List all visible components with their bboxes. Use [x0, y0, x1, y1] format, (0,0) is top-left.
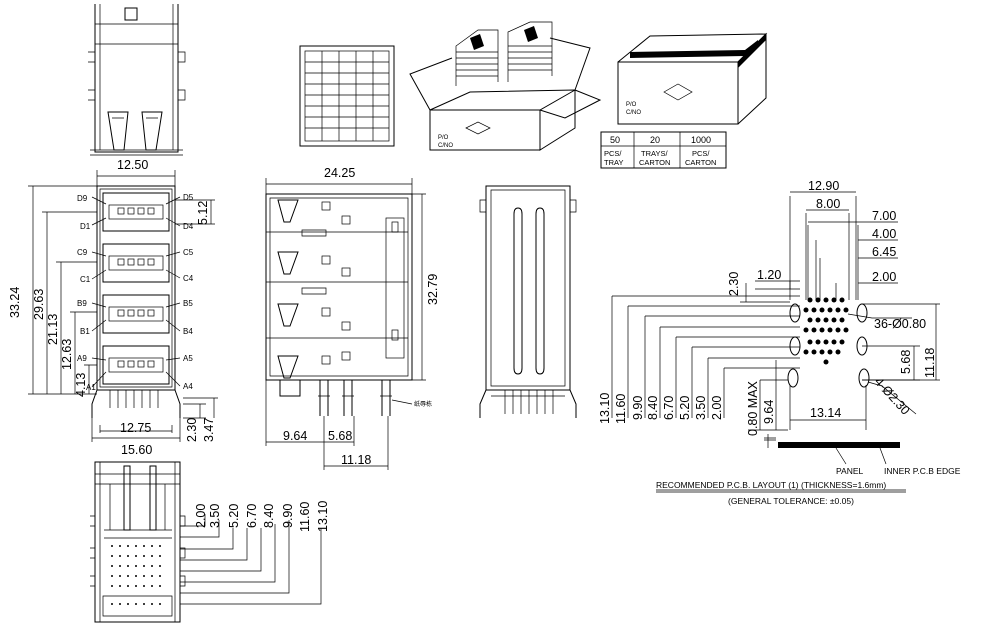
bottom-dim-8-40: 8.40 — [262, 504, 276, 528]
side-height-label: 32.79 — [426, 274, 440, 305]
pcb-left-dim-2-00: 2.00 — [710, 396, 724, 420]
pcb-holes-note: 36-Ø0.80 — [874, 317, 926, 331]
pitch-5-12-label: 5.12 — [196, 201, 210, 225]
pcb-width-13-14: 13.14 — [810, 406, 841, 420]
table-unit-pcs-carton-2: CARTON — [685, 158, 716, 167]
height-33-24-label: 33.24 — [8, 287, 22, 318]
open-carton-label-cno: C/NO — [438, 143, 453, 149]
pcb-mount-hole — [787, 368, 799, 388]
pin-label-a1: A1 — [86, 383, 96, 392]
table-unit-pcs-carton: PCS/ — [692, 149, 710, 158]
pcb-mount-hole — [789, 303, 801, 323]
height-12-63-label: 12.63 — [60, 339, 74, 370]
pcb-mount-hole — [856, 303, 868, 323]
side-dim-9-64: 9.64 — [283, 429, 307, 443]
bottom-dim-5-20: 5.20 — [227, 504, 241, 528]
pin-label-b5: B5 — [183, 299, 193, 308]
pcb-dim-2-00: 2.00 — [872, 270, 896, 284]
closed-carton-icon — [617, 32, 768, 125]
table-unit-trays-carton-2: CARTON — [639, 158, 670, 167]
pcb-left-dim-6-70: 6.70 — [662, 396, 676, 420]
pcb-left-dim-5-20: 5.20 — [678, 396, 692, 420]
pcb-hole-grid — [803, 297, 849, 365]
bottom-dim-2-00: 2.00 — [194, 504, 208, 528]
side-view — [265, 178, 426, 470]
pin-label-d4: D4 — [183, 222, 194, 231]
height-21-13-label: 21.13 — [46, 314, 60, 345]
pin-label-d5: D5 — [183, 193, 194, 202]
bottom-dim-9-90: 9.90 — [281, 504, 295, 528]
pcb-dim-8-00: 8.00 — [816, 197, 840, 211]
leg-2-30-label: 2.30 — [185, 418, 199, 442]
side-dim-11-18: 11.18 — [341, 453, 371, 467]
pin-label-a9: A9 — [77, 354, 87, 363]
pcb-dim-4-00: 4.00 — [872, 227, 896, 241]
pcb-left-dim-11-60: 11.60 — [614, 394, 628, 424]
pcb-left-dim-13-10: 13.10 — [598, 393, 612, 424]
pcb-dim-1-20: 1.20 — [757, 268, 781, 282]
pin-label-b9: B9 — [77, 299, 87, 308]
pin-label-c1: C1 — [80, 275, 91, 284]
table-unit-pcs-tray: PCS/ — [604, 149, 622, 158]
pin-label-a5: A5 — [183, 354, 193, 363]
closed-carton-label-cno: C/NO — [626, 110, 641, 116]
front-width-top-label: 12.50 — [117, 158, 148, 172]
pcb-dim-7-00: 7.00 — [872, 209, 896, 223]
pcb-tolerance-note: (GENERAL TOLERANCE: ±0.05) — [728, 496, 854, 506]
width-12-75-label: 12.75 — [120, 421, 151, 435]
pcb-left-dim-9-90: 9.90 — [631, 396, 645, 420]
pin-label-a4: A4 — [183, 382, 193, 391]
closed-carton-label-po: P/O — [626, 102, 637, 108]
open-carton-icon — [409, 21, 602, 151]
side-length-label: 24.25 — [324, 166, 355, 180]
height-4-13-label: 4.13 — [74, 373, 88, 397]
pcb-left-dim-9-64: 9.64 — [762, 400, 776, 424]
pcb-layout-title: RECOMMENDED P.C.B. LAYOUT (1) (THICKNESS… — [656, 480, 886, 490]
packing-table — [600, 131, 727, 169]
pin-label-b4: B4 — [183, 327, 193, 336]
pcb-dim-2-30: 2.30 — [727, 272, 741, 296]
rear-view — [479, 185, 577, 418]
side-dim-5-68: 5.68 — [328, 429, 352, 443]
pcb-left-dim-3-50: 3.50 — [694, 396, 708, 420]
bottom-dim-13-10: 13.10 — [316, 501, 330, 532]
table-value-pcs-carton: 1000 — [691, 135, 711, 145]
pcb-mount-hole — [789, 336, 801, 356]
pcb-dim-12-90: 12.90 — [808, 179, 839, 193]
pcb-left-dim-0-80-max: 0.80 MAX — [746, 380, 760, 436]
leg-3-47-label: 3.47 — [202, 418, 216, 442]
tray-icon — [299, 45, 395, 147]
pcb-layout — [611, 191, 940, 493]
pin-label-c9: C9 — [77, 248, 88, 257]
height-29-63-label: 29.63 — [32, 289, 46, 320]
bottom-dim-11-60: 11.60 — [298, 502, 312, 532]
width-15-60-label: 15.60 — [121, 443, 152, 457]
pcb-left-dim-8-40: 8.40 — [646, 396, 660, 420]
pcb-mount-hole — [858, 368, 870, 388]
pin-label-b1: B1 — [80, 327, 90, 336]
top-view — [88, 4, 186, 156]
pin-label-d1: D1 — [80, 222, 91, 231]
bottom-view — [90, 461, 322, 623]
pin-label-d9: D9 — [77, 194, 88, 203]
pin-label-c4: C4 — [183, 274, 194, 283]
table-value-pcs-tray: 50 — [610, 135, 620, 145]
usb-port-stack — [102, 192, 170, 385]
open-carton-label-po: P/O — [438, 135, 449, 141]
pcb-dim-5-68: 5.68 — [899, 350, 913, 374]
table-unit-pcs-tray-2: TRAY — [604, 158, 623, 167]
pcb-big-hole-note: 4-Ø2.30 — [872, 375, 913, 418]
bottom-dim-6-70: 6.70 — [245, 504, 259, 528]
panel-label: PANEL — [836, 466, 864, 476]
bottom-dim-3-50: 3.50 — [208, 504, 222, 528]
pcb-dim-6-45: 6.45 — [872, 245, 896, 259]
pcb-dim-11-18: 11.18 — [923, 348, 937, 378]
table-unit-trays-carton: TRAYS/ — [641, 149, 668, 158]
inner-pcb-edge-label: INNER P.C.B EDGE — [884, 466, 961, 476]
table-value-trays-carton: 20 — [650, 135, 660, 145]
front-view — [28, 170, 218, 442]
side-note-label: 纸辱栋 — [414, 400, 432, 408]
pin-label-c5: C5 — [183, 248, 194, 257]
